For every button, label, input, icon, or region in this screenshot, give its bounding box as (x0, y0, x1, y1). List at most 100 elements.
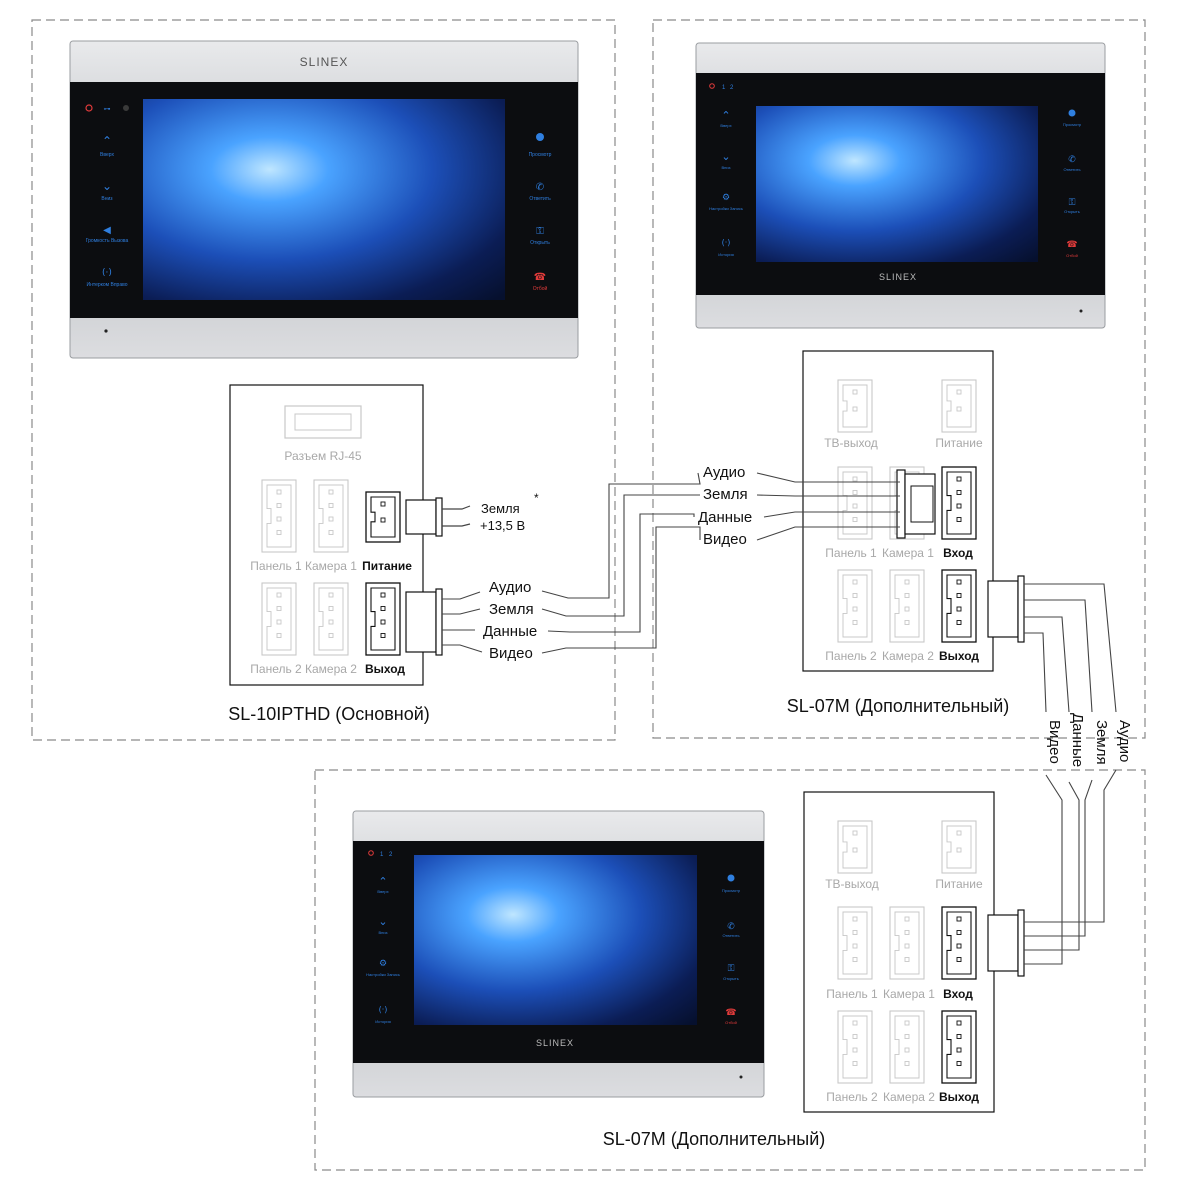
aux2-btn-up-label[interactable]: Вверх (377, 889, 388, 894)
aux1-wire-ground-label: Земля (703, 486, 748, 503)
aux1-wire-video-label: Видео (703, 531, 747, 548)
aux1-monitor-mic (1079, 309, 1083, 313)
aux1-indicator-2: 2 (730, 85, 734, 91)
aux2-output-socket (941, 1010, 977, 1084)
aux2-btn-history-label[interactable]: История (375, 1019, 391, 1024)
settings-icon: ⚙ (722, 193, 730, 203)
aux2-camera2-socket (889, 1010, 925, 1084)
aux1-panel1-label: Панель 1 (825, 546, 877, 560)
main-output-label: Выход (365, 662, 405, 676)
aux1-out-wire-ground-label: Земля (1093, 720, 1110, 765)
main-btn-answer-label[interactable]: Ответить (529, 196, 551, 202)
main-wire-video-label: Видео (489, 645, 533, 662)
aux2-camera1-label: Камера 1 (883, 987, 935, 1001)
wire-audio-trunk (541, 472, 701, 599)
main-left-buttons: ⌃ Вверх ⌄ Вниз ◀ Громкость Вызова (·) Ин… (86, 134, 129, 288)
aux1-output-plug-icon (987, 580, 1019, 638)
aux1-btn-history-label[interactable]: История (718, 252, 734, 257)
hangup-icon: ☎ (534, 272, 546, 283)
aux2-btn-view-label[interactable]: Просмотр (722, 888, 741, 893)
aux1-btn-open-label[interactable]: Открыть (1064, 209, 1080, 214)
aux1-btn-up-label[interactable]: Вверх (720, 123, 731, 128)
main-camera1-socket (313, 479, 349, 553)
aux2-input-socket (941, 906, 977, 980)
power-wire-voltage-label: +13,5 В (480, 518, 525, 533)
main-btn-down-label[interactable]: Вниз (101, 196, 113, 202)
answer-icon: ✆ (727, 922, 735, 932)
hangup-icon: ☎ (725, 1008, 736, 1018)
aux2-tvout-socket (837, 820, 873, 874)
aux2-btn-open-label[interactable]: Открыть (723, 976, 739, 981)
aux2-btn-hangup-label[interactable]: Отбой (725, 1020, 737, 1025)
settings-icon: ⚙ (379, 959, 387, 969)
power-indicator-icon (85, 104, 93, 112)
aux2-input-label: Вход (943, 987, 973, 1001)
main-btn-hangup-label[interactable]: Отбой (533, 285, 548, 292)
main-right-buttons: Просмотр ✆ Ответить ⚿ Открыть ☎ Отбой (529, 133, 552, 292)
main-panel1-socket (261, 479, 297, 553)
history-icon: (·) (379, 1005, 388, 1014)
aux2-btn-answer-label[interactable]: Ответить (722, 933, 739, 938)
main-camera1-label: Камера 1 (305, 559, 357, 573)
aux1-unit-frame (652, 19, 1146, 739)
down-icon: ⌄ (378, 915, 387, 928)
aux1-wire-audio-label: Аудио (703, 464, 745, 481)
main-btn-up-label[interactable]: Вверх (100, 152, 114, 158)
aux1-btn-settings-label[interactable]: Настройки Запись (709, 206, 743, 211)
aux2-input-plug-icon (987, 914, 1019, 972)
history-icon: (·) (722, 238, 731, 247)
view-icon (536, 133, 544, 141)
aux1-connector-panel: ТВ-выход Питание Панель 1 Камера 1 Вход … (698, 350, 1025, 672)
output-plug-icon (405, 591, 437, 653)
main-wire-data-label: Данные (483, 623, 537, 640)
key-icon: ⚿ (728, 964, 735, 974)
main-monitor-screen (143, 99, 505, 300)
aux2-btn-settings-label[interactable]: Настройки Запись (366, 972, 400, 977)
aux2-indicator-1: 1 (380, 852, 384, 858)
main-btn-volume-label[interactable]: Громкость Вызова (86, 238, 129, 244)
aux1-out-wire-data-label: Данные (1069, 713, 1086, 767)
aux2-btn-down-label[interactable]: Вниз (379, 930, 388, 935)
main-monitor-brand: SLINEX (300, 55, 349, 69)
aux2-panel1-label: Панель 1 (826, 987, 878, 1001)
wire-main-audio (442, 591, 481, 600)
main-camera2-label: Камера 2 (305, 662, 357, 676)
aux1-power-label: Питание (935, 436, 983, 450)
main-monitor: SLINEX ⊶ ⌃ Вверх ⌄ Вниз ◀ Громкость Вызо… (69, 40, 579, 359)
answer-icon: ✆ (1068, 155, 1076, 165)
up-icon: ⌃ (721, 109, 730, 122)
main-power-label: Питание (362, 559, 412, 573)
power-note-asterisk: * (534, 491, 539, 505)
main-wire-audio-label: Аудио (489, 579, 531, 596)
main-power-socket (365, 491, 401, 543)
main-btn-intercom-label[interactable]: Интерком Вправо (87, 282, 128, 288)
key-icon: ⚿ (1069, 198, 1076, 208)
main-panel1-label: Панель 1 (250, 559, 302, 573)
view-icon (727, 874, 735, 882)
aux1-btn-down-label[interactable]: Вниз (722, 165, 731, 170)
aux2-monitor-mic (739, 1075, 743, 1079)
wire-aux1-out-audio (1024, 583, 1117, 713)
aux2-panel2-label: Панель 2 (826, 1090, 878, 1104)
main-btn-view-label[interactable]: Просмотр (529, 152, 552, 158)
wire-ground-trunk (541, 494, 700, 617)
aux1-btn-answer-label[interactable]: Ответить (1063, 167, 1080, 172)
wire-video-trunk (541, 526, 701, 654)
aux1-input-label: Вход (943, 546, 973, 560)
aux1-btn-hangup-label[interactable]: Отбой (1066, 253, 1078, 258)
aux2-unit-caption: SL-07M (Дополнительный) (603, 1129, 826, 1149)
main-btn-open-label[interactable]: Открыть (530, 240, 550, 246)
aux1-unit-caption: SL-07M (Дополнительный) (787, 696, 1010, 716)
aux2-indicator-2: 2 (389, 852, 393, 858)
answer-icon: ✆ (536, 182, 544, 193)
aux1-btn-view-label[interactable]: Просмотр (1063, 122, 1082, 127)
view-icon (1068, 109, 1076, 117)
aux1-tvout-label: ТВ-выход (824, 436, 878, 450)
aux1-monitor-brand: SLINEX (879, 272, 917, 282)
aux1-monitor: SLINEX 1 2 ⌃ Вверх ⌄ Вниз ⚙ Настройки За… (695, 42, 1106, 329)
wire-main-ground (442, 608, 481, 615)
rj45-port-icon (284, 405, 362, 439)
wire-aux1-in-ground (756, 494, 900, 497)
aux2-power-label: Питание (935, 877, 983, 891)
